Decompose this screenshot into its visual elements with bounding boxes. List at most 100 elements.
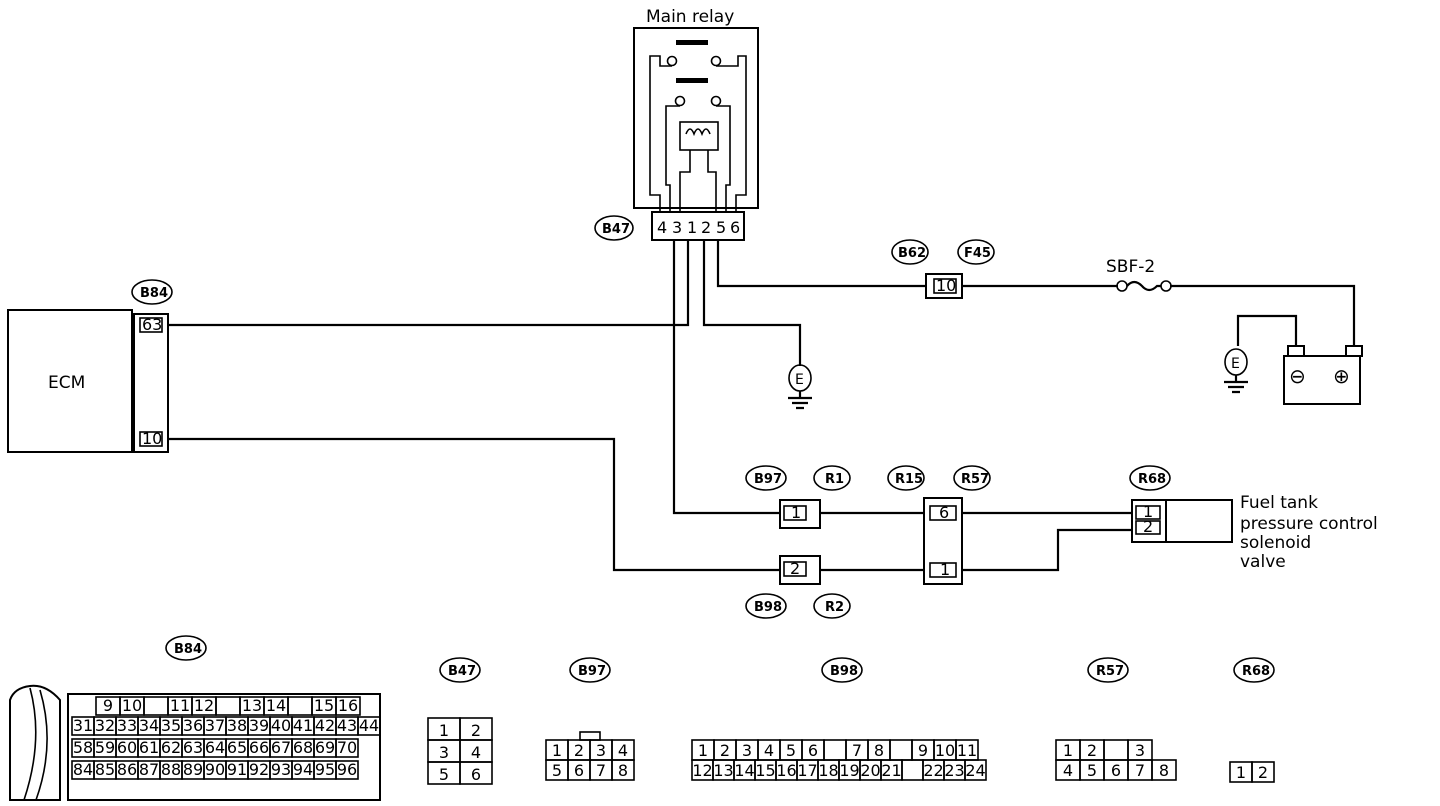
b84-pin: 66 bbox=[249, 738, 269, 757]
r68-pin: 1 bbox=[1236, 763, 1246, 782]
b98-pin: 20 bbox=[860, 761, 880, 780]
b84-pin: 33 bbox=[117, 716, 137, 735]
r57-cell bbox=[1151, 759, 1177, 781]
b84-pin: 69 bbox=[315, 738, 335, 757]
b84-pin: 42 bbox=[315, 716, 335, 735]
b97-pin: 1 bbox=[791, 503, 801, 522]
wires bbox=[168, 240, 1356, 572]
b84-pin: 9 bbox=[103, 696, 113, 715]
b84-pin: 12 bbox=[194, 696, 214, 715]
r57-pin: 7 bbox=[1135, 761, 1145, 780]
b47-pin: 2 bbox=[471, 721, 481, 740]
b98-pin: 2 bbox=[720, 741, 730, 760]
b47-relay-pins: 4 3 1 2 5 6 bbox=[657, 218, 740, 237]
b98-pin: 10 bbox=[935, 741, 955, 760]
b98-pin: 8 bbox=[874, 741, 884, 760]
b98-pin: 21 bbox=[881, 761, 901, 780]
b84-pin: 95 bbox=[315, 760, 335, 779]
b98-pin: 11 bbox=[957, 741, 977, 760]
b98-pin: 12 bbox=[692, 761, 712, 780]
b84-pin: 16 bbox=[338, 696, 358, 715]
b84-pin: 43 bbox=[337, 716, 357, 735]
main-relay-title: Main relay bbox=[646, 7, 734, 27]
pinout-b47-tag: B47 bbox=[448, 664, 476, 679]
r57-pin: 5 bbox=[1087, 761, 1097, 780]
r2-tag: R2 bbox=[825, 600, 844, 615]
r57-pin: 1 bbox=[1063, 741, 1073, 760]
b84-pin: 58 bbox=[73, 738, 93, 757]
b84-pin: 32 bbox=[95, 716, 115, 735]
b47-pin: 3 bbox=[439, 743, 449, 762]
b98-tag: B98 bbox=[754, 600, 782, 615]
b84-cell bbox=[335, 696, 361, 716]
b98-cell bbox=[964, 759, 987, 781]
b84-pin: 90 bbox=[205, 760, 225, 779]
r15-pin-1: 1 bbox=[940, 560, 950, 579]
ground-label: E bbox=[1231, 356, 1240, 372]
b98-pin: 18 bbox=[818, 761, 838, 780]
b84-pin: 34 bbox=[139, 716, 159, 735]
fuse-connector-tag-b: F45 bbox=[964, 246, 991, 261]
relay-pin: 5 bbox=[716, 218, 726, 237]
b98-cell bbox=[901, 759, 924, 781]
ecm-pin-10: 10 bbox=[142, 429, 162, 448]
solenoid-label-line: valve bbox=[1240, 552, 1286, 572]
r15-tag: R15 bbox=[895, 472, 923, 487]
b84-pin: 13 bbox=[242, 696, 262, 715]
b98-pin: 13 bbox=[713, 761, 733, 780]
b97-cell bbox=[611, 759, 635, 781]
r15-pin-6: 6 bbox=[939, 503, 949, 522]
b84-pin: 60 bbox=[117, 738, 137, 757]
r68-pin-1: 1 bbox=[1143, 502, 1153, 521]
pinout-r68-tag: R68 bbox=[1242, 664, 1270, 679]
b47-pin: 5 bbox=[439, 765, 449, 784]
r57-pin: 8 bbox=[1159, 761, 1169, 780]
pinout-b97-tag: B97 bbox=[578, 664, 606, 679]
r57-pin: 6 bbox=[1111, 761, 1121, 780]
b47-pin: 6 bbox=[471, 765, 481, 784]
pinout-r57-tag: R57 bbox=[1096, 664, 1124, 679]
ecm-label: ECM bbox=[48, 373, 85, 393]
b98-pin: 3 bbox=[742, 741, 752, 760]
b98-pin: 4 bbox=[764, 741, 774, 760]
b98-pin: 23 bbox=[944, 761, 964, 780]
fuse-connector: 10 B62 F45 bbox=[891, 239, 995, 299]
b97-tag: B97 bbox=[754, 472, 782, 487]
pinout-b84-tag: B84 bbox=[174, 642, 202, 657]
b97-pin: 7 bbox=[596, 761, 606, 780]
b84-pin: 67 bbox=[271, 738, 291, 757]
r68-pin: 2 bbox=[1258, 763, 1268, 782]
solenoid-label-line: solenoid bbox=[1240, 533, 1311, 553]
b84-cell bbox=[357, 716, 381, 736]
b97-pin: 2 bbox=[574, 741, 584, 760]
ecm: ECM 63 10 B84 bbox=[7, 279, 173, 453]
b98-pin: 15 bbox=[755, 761, 775, 780]
main-relay: Main relay 4 3 1 2 5 6 B47 bbox=[594, 7, 759, 241]
connector-r15-r57: 6 1 R15 R57 bbox=[887, 465, 991, 585]
b84-pin: 70 bbox=[337, 738, 357, 757]
fuse-label: SBF-2 bbox=[1106, 257, 1155, 277]
sbf-2-fuse: SBF-2 bbox=[1106, 257, 1172, 292]
r57-tag: R57 bbox=[961, 472, 989, 487]
r57-cell bbox=[1103, 739, 1129, 761]
ground-2: E bbox=[1224, 348, 1248, 394]
b84-pin: 94 bbox=[293, 760, 313, 779]
b97-pin: 8 bbox=[618, 761, 628, 780]
r57-pin: 3 bbox=[1135, 741, 1145, 760]
b84-pin: 85 bbox=[95, 760, 115, 779]
b98-pin: 22 bbox=[923, 761, 943, 780]
b84-pin: 96 bbox=[337, 760, 357, 779]
r1-tag: R1 bbox=[825, 472, 844, 487]
b98-pin: 24 bbox=[965, 761, 985, 780]
ecm-connector-tag: B84 bbox=[140, 286, 168, 301]
b84-pin: 14 bbox=[266, 696, 286, 715]
b84-pin: 40 bbox=[271, 716, 291, 735]
b84-pin: 35 bbox=[161, 716, 181, 735]
b97-pin: 4 bbox=[618, 741, 628, 760]
b97-pin: 3 bbox=[596, 741, 606, 760]
b84-pin: 87 bbox=[139, 760, 159, 779]
b84-pin: 39 bbox=[249, 716, 269, 735]
relay-pin: 2 bbox=[701, 218, 711, 237]
